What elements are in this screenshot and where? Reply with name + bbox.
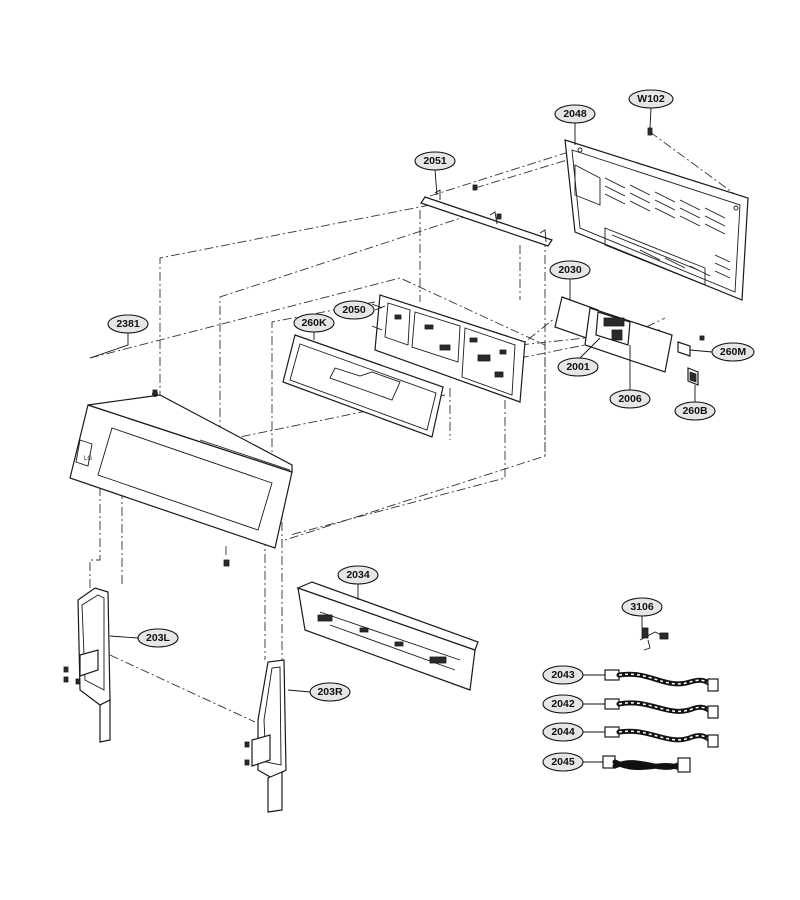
svg-text:3106: 3106 bbox=[630, 601, 654, 613]
svg-text:2048: 2048 bbox=[563, 108, 587, 120]
callout-203r: 203R bbox=[309, 682, 351, 702]
control-panel-frame-2381: LG bbox=[69, 389, 293, 567]
callout-2006: 2006 bbox=[609, 389, 651, 409]
svg-text:W102: W102 bbox=[637, 93, 665, 105]
callout-2001: 2001 bbox=[557, 357, 599, 377]
control-board-2050 bbox=[371, 294, 526, 403]
leader-lines bbox=[89, 107, 713, 763]
callout-w102: W102 bbox=[628, 89, 674, 109]
end-bracket-203r bbox=[244, 659, 287, 813]
screw-w102 bbox=[647, 127, 653, 136]
callout-260m: 260M bbox=[711, 342, 755, 362]
callout-2381: 2381 bbox=[107, 314, 149, 334]
svg-text:2043: 2043 bbox=[551, 669, 575, 681]
svg-text:LG: LG bbox=[84, 456, 92, 462]
svg-text:203L: 203L bbox=[146, 632, 171, 644]
callout-260b: 260B bbox=[674, 401, 716, 421]
callout-2044: 2044 bbox=[542, 722, 584, 742]
svg-text:203R: 203R bbox=[317, 686, 343, 698]
callout-203l: 203L bbox=[137, 628, 179, 648]
trim-bar-2034 bbox=[296, 581, 479, 691]
harness-2045 bbox=[602, 755, 691, 773]
callout-2048: 2048 bbox=[554, 104, 596, 124]
svg-text:2006: 2006 bbox=[618, 393, 642, 405]
callout-2042: 2042 bbox=[542, 694, 584, 714]
bracket-260m bbox=[677, 335, 705, 357]
harness-2042 bbox=[604, 698, 719, 719]
svg-text:260B: 260B bbox=[682, 405, 708, 417]
callout-2043: 2043 bbox=[542, 665, 584, 685]
svg-text:2050: 2050 bbox=[342, 304, 366, 316]
callout-2051: 2051 bbox=[414, 151, 456, 171]
callout-2034: 2034 bbox=[337, 565, 379, 585]
callout-2045: 2045 bbox=[542, 752, 584, 772]
svg-text:2381: 2381 bbox=[116, 318, 140, 330]
sensor-3106 bbox=[639, 627, 669, 651]
svg-text:2001: 2001 bbox=[566, 361, 590, 373]
svg-text:260K: 260K bbox=[301, 317, 327, 329]
svg-text:260M: 260M bbox=[720, 346, 747, 358]
svg-text:2034: 2034 bbox=[346, 569, 370, 581]
power-module-2001 bbox=[595, 311, 631, 346]
svg-text:2044: 2044 bbox=[551, 726, 575, 738]
callout-260k: 260K bbox=[293, 313, 335, 333]
svg-text:2045: 2045 bbox=[551, 756, 575, 768]
harness-2043 bbox=[604, 669, 719, 692]
end-bracket-203l bbox=[63, 587, 111, 743]
callout-2030: 2030 bbox=[549, 260, 591, 280]
harness-2044 bbox=[604, 726, 719, 748]
callout-2050: 2050 bbox=[333, 300, 375, 320]
svg-text:2042: 2042 bbox=[551, 698, 575, 710]
bracket-rail-2051 bbox=[420, 184, 553, 247]
display-window-260k bbox=[282, 334, 444, 438]
rear-cover-panel-2048 bbox=[564, 139, 749, 301]
clip-260b bbox=[687, 367, 699, 386]
svg-text:2051: 2051 bbox=[423, 155, 447, 167]
callout-3106: 3106 bbox=[621, 597, 663, 617]
svg-text:2030: 2030 bbox=[558, 264, 582, 276]
